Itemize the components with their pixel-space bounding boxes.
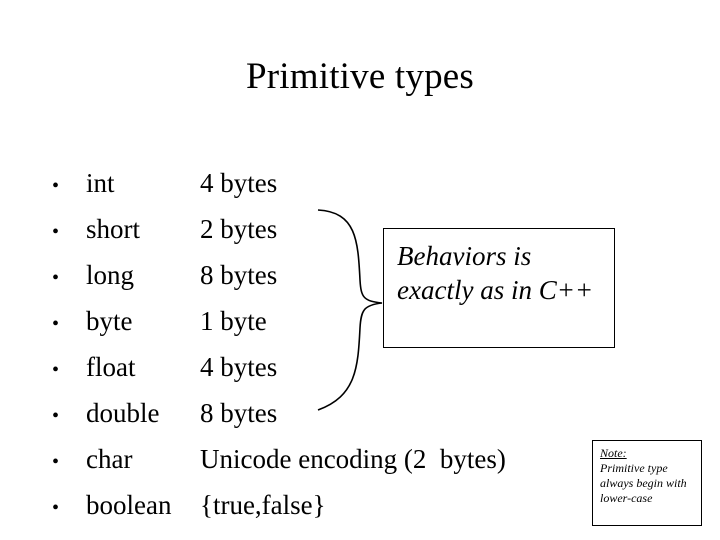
type-size: 1 byte <box>200 306 267 336</box>
note-box: Note: Primitive type always begin with l… <box>592 440 702 526</box>
page-title: Primitive types <box>245 56 475 97</box>
type-name: int <box>86 168 115 198</box>
list-item: • char Unicode encoding (2 bytes) <box>52 436 672 482</box>
curly-brace-connector-icon <box>317 209 383 411</box>
type-name: byte <box>86 306 133 336</box>
bullet-icon: • <box>52 405 60 427</box>
type-size: 8 bytes <box>200 260 278 290</box>
bullet-icon: • <box>52 313 60 335</box>
type-name: long <box>86 260 135 290</box>
list-item: • int 4 bytes <box>52 160 672 206</box>
type-name: double <box>86 398 160 428</box>
list-item: • short 2 bytes <box>52 206 672 252</box>
bullet-icon: • <box>52 497 60 519</box>
list-item: • boolean {true,false} <box>52 482 672 528</box>
type-name: char <box>86 444 133 474</box>
callout-box: Behaviors is exactly as in C++ <box>383 228 615 348</box>
bullet-icon: • <box>52 221 60 243</box>
type-size: {true,false} <box>200 490 326 520</box>
list-item: • float 4 bytes <box>52 344 672 390</box>
type-name: short <box>86 214 140 244</box>
note-label: Note: <box>600 446 627 460</box>
note-text: Primitive type always begin with lower-c… <box>600 461 687 505</box>
type-size: 4 bytes <box>200 352 278 382</box>
callout-text: Behaviors is exactly as in C++ <box>397 241 594 305</box>
bullet-icon: • <box>52 175 60 197</box>
bullet-icon: • <box>52 359 60 381</box>
list-item: • long 8 bytes <box>52 252 672 298</box>
primitive-types-list: • int 4 bytes • short 2 bytes • long 8 b… <box>52 160 672 528</box>
type-size: Unicode encoding (2 bytes) <box>200 444 506 474</box>
type-size: 4 bytes <box>200 168 278 198</box>
type-name: boolean <box>86 490 172 520</box>
list-item: • byte 1 byte <box>52 298 672 344</box>
type-size: 2 bytes <box>200 214 278 244</box>
type-size: 8 bytes <box>200 398 278 428</box>
list-item: • double 8 bytes <box>52 390 672 436</box>
bullet-icon: • <box>52 451 60 473</box>
type-name: float <box>86 352 136 382</box>
bullet-icon: • <box>52 267 60 289</box>
